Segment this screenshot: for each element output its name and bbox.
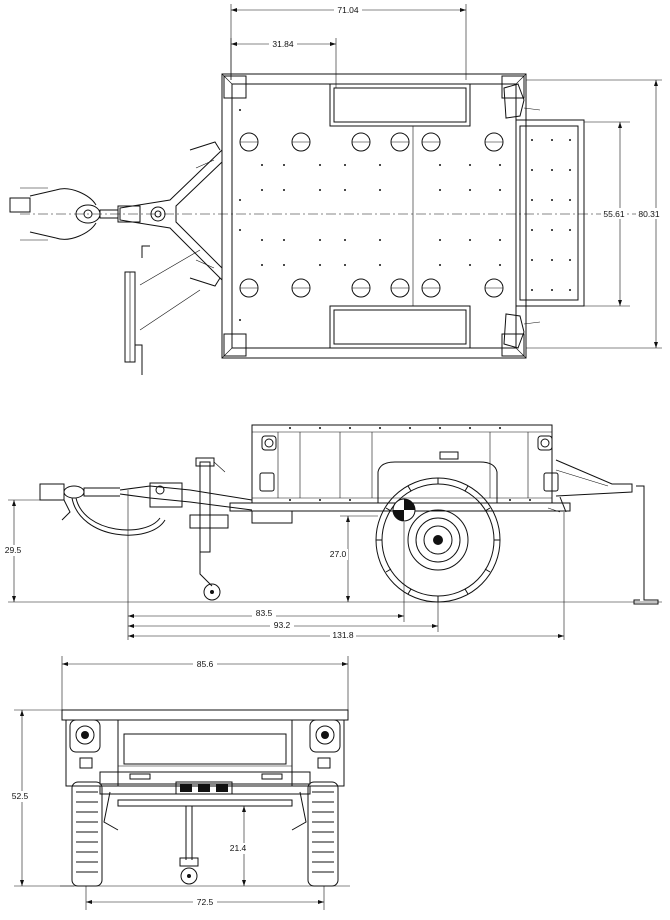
dim-label-71-04: 71.04 [337, 5, 359, 15]
dim-track-width: 72.5 [85, 886, 325, 910]
dim-label-80-31: 80.31 [638, 209, 660, 219]
dim-label-29-5: 29.5 [5, 545, 22, 555]
dim-label-85-6: 85.6 [197, 659, 214, 669]
dim-inner-width-top: 55.61 [584, 121, 630, 307]
tailgate-top [503, 83, 585, 349]
rear-view: 85.6 52.5 [8, 656, 350, 910]
rear-tires [71, 781, 339, 887]
dim-side-horizontal: 83.5 93.2 131.8 [127, 490, 565, 640]
dim-label-27-0: 27.0 [330, 549, 347, 559]
bed-outer-frame [221, 73, 527, 359]
dim-ground-clearance: 21.4 [226, 805, 260, 886]
wheel-well-left [329, 83, 471, 127]
dim-label-131-8: 131.8 [332, 630, 354, 640]
dim-hitch-height: 29.5 [2, 499, 40, 602]
dim-axle-height: 27.0 [326, 515, 378, 602]
rear-stand-side [547, 459, 659, 605]
dim-label-52-5: 52.5 [12, 791, 29, 801]
center-of-gravity-symbol [392, 498, 416, 522]
rivet-pattern [239, 109, 501, 321]
dim-label-55-61: 55.61 [603, 209, 625, 219]
dim-label-83-5: 83.5 [256, 608, 273, 618]
side-view: 29.5 27.0 83.5 93.2 [2, 424, 662, 640]
side-tire [375, 477, 501, 603]
dim-overall-length-top: 71.04 [230, 4, 467, 80]
wheel-well-right [329, 305, 471, 349]
drawbar-top [9, 141, 223, 375]
top-view: 71.04 31.84 [9, 4, 663, 375]
dim-overall-height-rear: 52.5 [8, 709, 74, 887]
dim-overall-width-rear: 85.6 [61, 656, 349, 712]
dim-label-21-4: 21.4 [230, 843, 247, 853]
dim-label-72-5: 72.5 [197, 897, 214, 907]
drawbar-side [39, 457, 253, 601]
dim-label-93-2: 93.2 [274, 620, 291, 630]
dim-label-31-84: 31.84 [272, 39, 294, 49]
bed-inner-frame [231, 83, 517, 349]
dim-overall-width-top: 80.31 [526, 79, 663, 349]
side-body [251, 424, 553, 504]
rear-jack [179, 806, 199, 885]
dim-inner-length-top: 31.84 [230, 38, 337, 88]
tie-down-rings-top [239, 132, 504, 298]
